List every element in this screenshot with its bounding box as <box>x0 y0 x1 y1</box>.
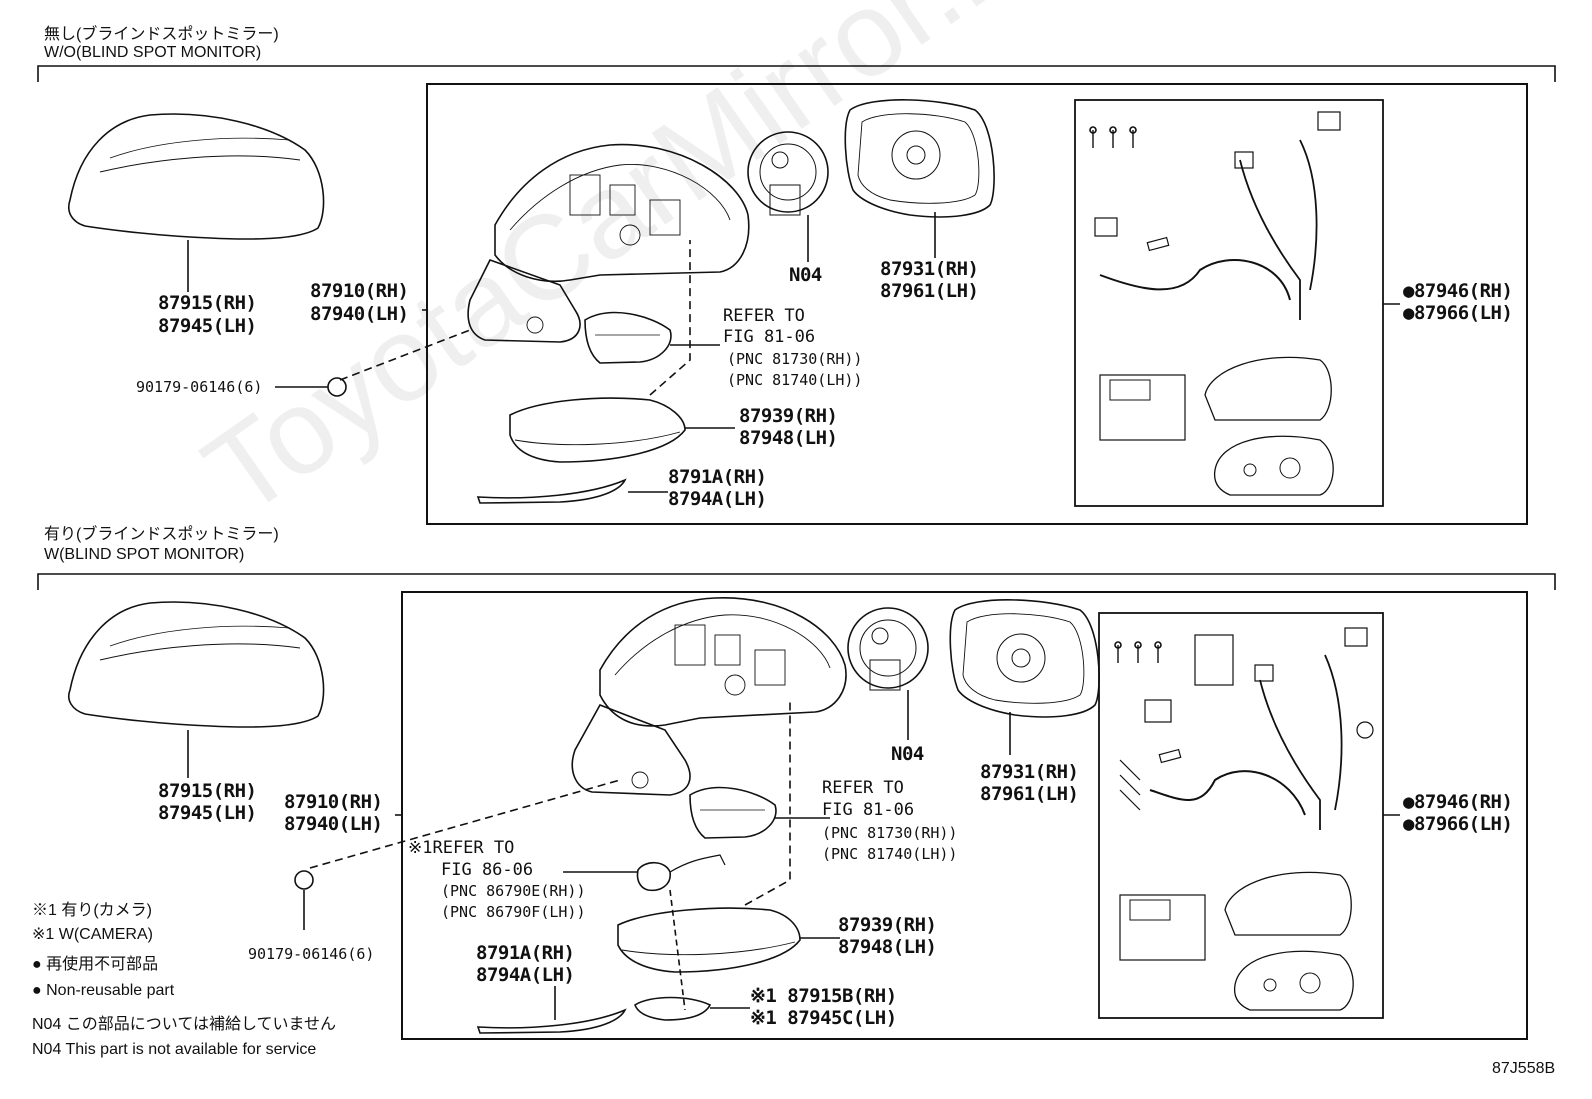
section-header-en: W/O(BLIND SPOT MONITOR) <box>44 44 262 61</box>
mirror-housing-drawing-2 <box>617 907 801 973</box>
repair-kit-drawing-2 <box>1114 627 1374 1011</box>
legend-camera-jp: ※1 有り(カメラ) <box>32 902 153 919</box>
outer-mirror-drawing-2 <box>949 599 1100 718</box>
mirror-cover-drawing-1 <box>68 113 325 240</box>
repair-kit-drawing-1 <box>1089 111 1341 496</box>
part-number-kit-rh[interactable]: ●87946(RH) <box>1403 280 1513 302</box>
part-number-motor[interactable]: N04 <box>891 743 924 765</box>
part-number-mirror-assy-rh[interactable]: 87910(RH) <box>310 280 409 302</box>
part-number-garnish-lh[interactable]: 8794A(LH) <box>668 488 767 510</box>
outer-mirror-drawing-1 <box>844 99 995 218</box>
section-header-jp: 無し(ブラインドスポットミラー) <box>44 26 279 43</box>
part-number-cover-lh[interactable]: 87945(LH) <box>158 802 257 824</box>
refer-pnc-rh: (PNC 81730(RH)) <box>822 824 958 842</box>
part-number-housing-rh[interactable]: 87939(RH) <box>739 405 838 427</box>
motor-drawing-1 <box>747 131 829 216</box>
part-number-cover-rh[interactable]: 87915(RH) <box>158 292 257 314</box>
part-number-kit-rh[interactable]: ●87946(RH) <box>1403 791 1513 813</box>
section-header-en: W(BLIND SPOT MONITOR) <box>44 546 245 563</box>
part-number-cover-lh[interactable]: 87945(LH) <box>158 315 257 337</box>
part-number-outer-mirror-rh[interactable]: 87931(RH) <box>880 258 979 280</box>
legend-nonreusable-jp: ● 再使用不可部品 <box>32 956 159 973</box>
turn-signal-drawing-2 <box>689 786 777 839</box>
camera-refer-pnc-lh: (PNC 86790F(LH)) <box>441 903 586 921</box>
mirror-assembly-drawing-2 <box>571 597 847 796</box>
part-number-outer-mirror-lh[interactable]: 87961(LH) <box>980 783 1079 805</box>
motor-drawing-2 <box>847 607 929 691</box>
camera-cover-drawing <box>634 996 712 1021</box>
part-number-mirror-assy-lh[interactable]: 87940(LH) <box>310 303 409 325</box>
camera-refer-pnc-rh: (PNC 86790E(RH)) <box>441 882 586 900</box>
part-number-kit-lh[interactable]: ●87966(LH) <box>1403 813 1513 835</box>
part-number-kit-lh[interactable]: ●87966(LH) <box>1403 302 1513 324</box>
part-number-cover-rh[interactable]: 87915(RH) <box>158 780 257 802</box>
part-number-screw[interactable]: 90179-06146(6) <box>248 945 375 963</box>
part-number-camera-cover-rh[interactable]: ※1 87915B(RH) <box>750 985 897 1007</box>
figure-code: 87J558B <box>1492 1060 1556 1077</box>
mirror-cover-drawing-2 <box>68 601 325 728</box>
refer-pnc-lh: (PNC 81740(LH)) <box>727 371 863 389</box>
part-number-housing-lh[interactable]: 87948(LH) <box>739 427 838 449</box>
part-number-mirror-assy-lh[interactable]: 87940(LH) <box>284 813 383 835</box>
refer-pnc-rh: (PNC 81730(RH)) <box>727 350 863 368</box>
part-number-mirror-assy-rh[interactable]: 87910(RH) <box>284 791 383 813</box>
part-number-housing-rh[interactable]: 87939(RH) <box>838 914 937 936</box>
garnish-drawing-2 <box>476 1008 627 1034</box>
legend-camera-en: ※1 W(CAMERA) <box>32 926 153 943</box>
side-camera-drawing <box>636 854 726 892</box>
garnish-drawing-1 <box>476 478 627 504</box>
camera-refer-fig-link[interactable]: FIG 86-06 <box>441 860 534 880</box>
mirror-housing-drawing-1 <box>509 397 686 463</box>
part-number-outer-mirror-lh[interactable]: 87961(LH) <box>880 280 979 302</box>
legend-n04-jp: N04 この部品については補給していません <box>32 1016 337 1033</box>
section-header-jp: 有り(ブラインドスポットミラー) <box>44 526 279 543</box>
camera-refer-label: ※1REFER TO <box>408 838 515 858</box>
part-number-garnish-rh[interactable]: 8791A(RH) <box>476 942 575 964</box>
legend-n04-en: N04 This part is not available for servi… <box>32 1041 317 1058</box>
part-number-outer-mirror-rh[interactable]: 87931(RH) <box>980 761 1079 783</box>
screw-drawing-2 <box>294 870 314 890</box>
screw-drawing-1 <box>327 377 347 397</box>
mirror-assembly-drawing-1 <box>467 143 750 343</box>
refer-fig-link[interactable]: FIG 81-06 <box>723 327 816 347</box>
refer-to-label: REFER TO <box>822 778 904 798</box>
refer-fig-link[interactable]: FIG 81-06 <box>822 800 915 820</box>
part-number-motor[interactable]: N04 <box>789 264 822 286</box>
refer-pnc-lh: (PNC 81740(LH)) <box>822 845 958 863</box>
part-number-screw[interactable]: 90179-06146(6) <box>136 378 263 396</box>
part-number-garnish-lh[interactable]: 8794A(LH) <box>476 964 575 986</box>
part-number-garnish-rh[interactable]: 8791A(RH) <box>668 466 767 488</box>
part-number-housing-lh[interactable]: 87948(LH) <box>838 936 937 958</box>
legend-nonreusable-en: ● Non-reusable part <box>32 982 175 999</box>
refer-to-label: REFER TO <box>723 306 805 326</box>
part-number-camera-cover-lh[interactable]: ※1 87945C(LH) <box>750 1007 897 1029</box>
turn-signal-drawing-1 <box>584 311 672 364</box>
